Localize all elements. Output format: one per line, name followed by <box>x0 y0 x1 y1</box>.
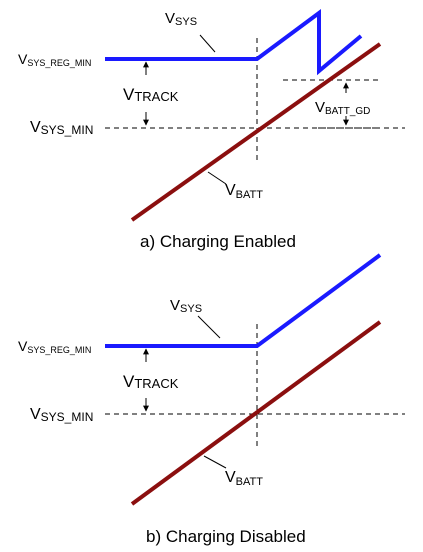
vsys-leader <box>199 34 216 53</box>
vsys-label: VSYS <box>170 297 202 315</box>
vsys-leader <box>197 315 221 339</box>
vbatt-line <box>130 320 382 506</box>
vsys-line <box>105 253 382 348</box>
vsys-line <box>105 9 363 76</box>
vsys-reg-min-label: VSYS_REG_MIN <box>18 338 91 355</box>
caption-charging-disabled: b) Charging Disabled <box>146 527 306 546</box>
vsys-min-label: VSYS_MIN <box>30 406 93 424</box>
vbatt-leader <box>207 171 227 185</box>
vbatt-gd-label: VBATT_GD <box>315 99 370 117</box>
vbatt-line <box>130 42 382 222</box>
vbatt-label: VBATT <box>225 182 263 201</box>
panel-charging-disabled: VSYS VSYS_REG_MIN VTRACK VSYS_MIN VBATT … <box>18 253 405 546</box>
panel-charging-enabled: VSYS VSYS_REG_MIN VTRACK VSYS_MIN VBATT … <box>18 9 405 251</box>
vsys-min-label: VSYS_MIN <box>30 119 93 137</box>
vbatt-label: VBATT <box>225 469 263 488</box>
vtrack-label: VTRACK <box>123 372 179 391</box>
vsys-label: VSYS <box>165 10 197 28</box>
vbatt-leader <box>203 455 227 469</box>
vtrack-label: VTRACK <box>123 85 179 104</box>
vsys-reg-min-label: VSYS_REG_MIN <box>18 51 91 68</box>
caption-charging-enabled: a) Charging Enabled <box>140 232 296 251</box>
